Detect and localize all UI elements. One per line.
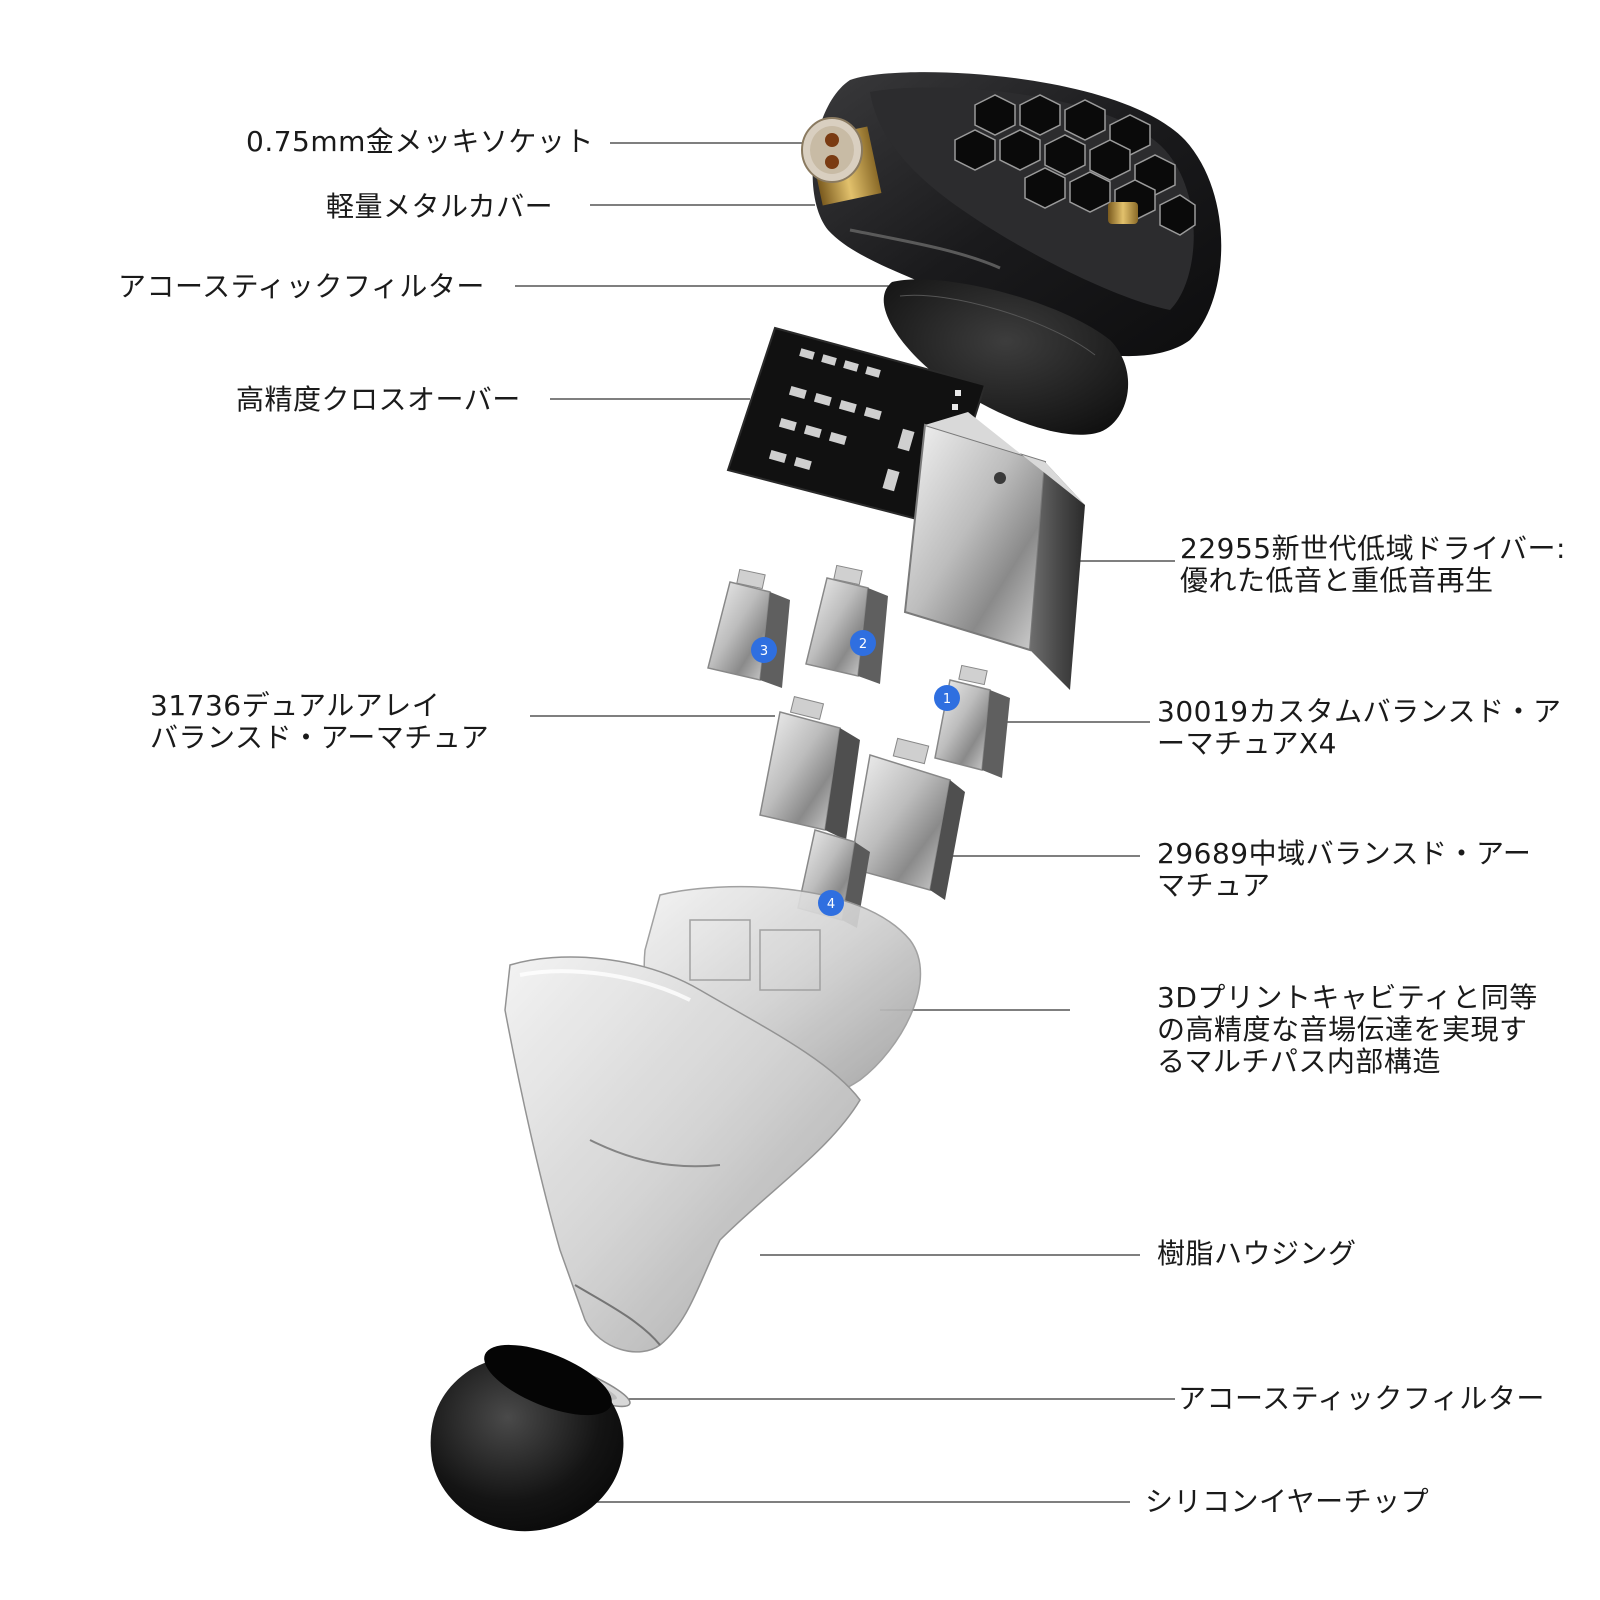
- label-crossover: 高精度クロスオーバー: [236, 384, 521, 416]
- svg-text:3: 3: [760, 644, 768, 659]
- label-dual-array-armature: 31736デュアルアレイ バランスド・アーマチュア: [150, 690, 489, 754]
- badge-1: 1: [934, 685, 960, 711]
- svg-text:1: 1: [943, 692, 951, 707]
- label-custom-balanced-armature: 30019カスタムバランスド・ア ーマチュアX4: [1157, 696, 1562, 760]
- badge-2: 2: [850, 630, 876, 656]
- label-gold-socket: 0.75mm金メッキソケット: [246, 126, 594, 158]
- bass-driver-part: [905, 412, 1085, 690]
- label-acoustic-filter-top: アコースティックフィルター: [118, 271, 485, 303]
- dual-array-armature: [760, 697, 860, 840]
- gold-vent: [1108, 202, 1138, 224]
- balanced-armature-2: [806, 565, 888, 684]
- label-resin-housing: 樹脂ハウジング: [1157, 1238, 1357, 1270]
- label-bass-driver: 22955新世代低域ドライバー: 優れた低音と重低音再生: [1180, 533, 1566, 597]
- mid-balanced-armature: [850, 738, 965, 900]
- silicone-eartip-part: [431, 1330, 624, 1531]
- balanced-armature-3: [708, 569, 790, 688]
- badge-3: 3: [751, 637, 777, 663]
- svg-text:2: 2: [859, 637, 867, 652]
- svg-text:4: 4: [827, 897, 835, 912]
- resin-housing-part: [505, 887, 920, 1352]
- badge-4: 4: [818, 890, 844, 916]
- balanced-armature-1: [935, 665, 1010, 778]
- label-acoustic-filter-bottom: アコースティックフィルター: [1178, 1383, 1545, 1415]
- label-mid-balanced-armature: 29689中域バランスド・アー マチュア: [1157, 838, 1531, 902]
- label-metal-cover: 軽量メタルカバー: [326, 191, 553, 223]
- label-silicone-eartip: シリコンイヤーチップ: [1145, 1486, 1429, 1518]
- label-3d-printed-cavity: 3Dプリントキャビティと同等 の高精度な音場伝達を実現す るマルチパス内部構造: [1157, 982, 1538, 1078]
